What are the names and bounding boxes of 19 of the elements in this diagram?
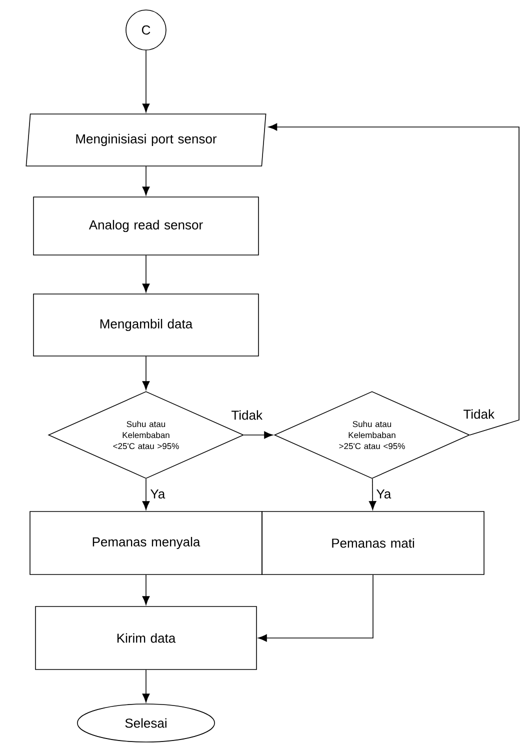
process-box: Pemanas mati [262, 511, 484, 575]
process-box: Kirim data [35, 606, 257, 670]
arrow [142, 670, 150, 702]
arrow [142, 478, 150, 510]
arrow [268, 123, 520, 436]
arrow [142, 356, 150, 390]
arrow [142, 166, 150, 196]
process-box: Analog read sensor [33, 196, 259, 256]
arrow [142, 254, 150, 292]
arrow [142, 50, 150, 112]
edge-label: Ya [149, 488, 166, 500]
edge-label: Ya [375, 488, 392, 500]
arrow [244, 431, 273, 439]
process-box: Mengambil data [33, 294, 259, 356]
process-box: Pemanas menyala [30, 511, 262, 575]
arrow [368, 478, 376, 510]
input-parallelogram: Menginisiasi port sensor [26, 114, 266, 166]
arrow [142, 574, 150, 605]
arrow [258, 574, 374, 642]
